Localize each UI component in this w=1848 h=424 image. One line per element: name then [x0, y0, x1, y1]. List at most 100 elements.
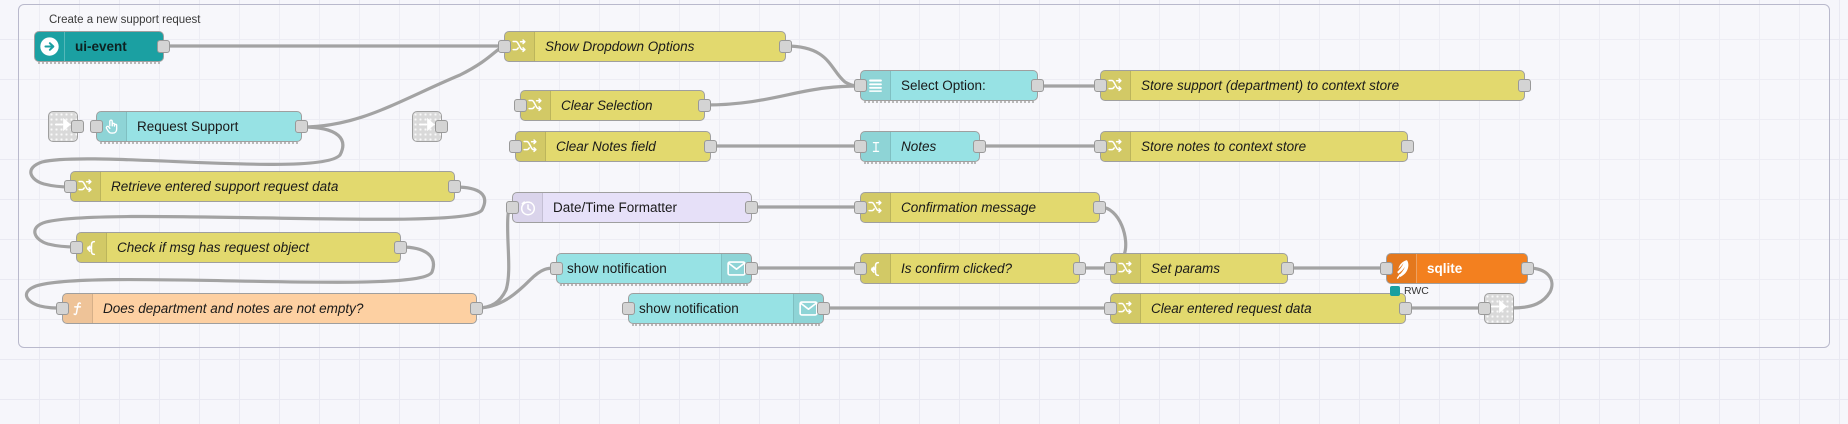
node-label: Does department and notes are not empty?	[103, 301, 364, 316]
node-label: ui-event	[75, 39, 127, 54]
port-out[interactable]	[71, 119, 84, 133]
node-confirm-msg[interactable]: Confirmation message	[854, 192, 1106, 223]
port-in[interactable]	[854, 139, 867, 153]
node-label: Clear Notes field	[556, 139, 656, 154]
node-datetime-fmt[interactable]: Date/Time Formatter	[506, 192, 758, 223]
port-out[interactable]	[698, 98, 711, 112]
port-out[interactable]	[817, 301, 830, 315]
port-in[interactable]	[1478, 301, 1491, 315]
port-in[interactable]	[90, 119, 103, 133]
port-out[interactable]	[1521, 261, 1534, 275]
node-is-confirm[interactable]: Is confirm clicked?	[854, 253, 1086, 284]
node-label: Store notes to context store	[1141, 139, 1307, 154]
port-in[interactable]	[1104, 301, 1117, 315]
status-text: RWC	[1404, 285, 1429, 297]
node-store-support[interactable]: Store support (department) to context st…	[1094, 70, 1531, 101]
node-retrieve-data[interactable]: Retrieve entered support request data	[64, 171, 461, 202]
node-label: Check if msg has request object	[117, 240, 310, 255]
link-node-link-in-1[interactable]	[48, 111, 84, 142]
node-dashed-underline	[560, 284, 748, 286]
link-in-icon	[418, 116, 437, 138]
node-dashed-underline	[100, 142, 298, 144]
port-in[interactable]	[70, 240, 83, 254]
port-out[interactable]	[448, 179, 461, 193]
node-label: Is confirm clicked?	[901, 261, 1013, 276]
port-out[interactable]	[973, 139, 986, 153]
node-dashed-underline	[38, 62, 160, 64]
port-out[interactable]	[157, 39, 170, 53]
node-label: Store support (department) to context st…	[1141, 78, 1400, 93]
port-in[interactable]	[514, 98, 527, 112]
port-out[interactable]	[1031, 78, 1044, 92]
port-out[interactable]	[470, 301, 483, 315]
node-label: sqlite	[1427, 261, 1463, 276]
port-in[interactable]	[550, 261, 563, 275]
node-show-notif-1[interactable]: show notification	[550, 253, 758, 286]
port-in[interactable]	[1094, 78, 1107, 92]
link-out-icon	[1490, 298, 1509, 320]
flow-group-label: Create a new support request	[49, 14, 201, 26]
node-show-dropdown[interactable]: Show Dropdown Options	[498, 31, 792, 62]
port-in[interactable]	[854, 78, 867, 92]
port-in[interactable]	[854, 200, 867, 214]
status-dot-icon	[1390, 286, 1400, 296]
link-node-link-in-2[interactable]	[412, 111, 448, 142]
port-out[interactable]	[1518, 78, 1531, 92]
node-clear-selection[interactable]: Clear Selection	[514, 90, 711, 121]
port-in[interactable]	[506, 200, 519, 214]
port-out[interactable]	[745, 200, 758, 214]
node-label: Set params	[1151, 261, 1221, 276]
port-in[interactable]	[56, 301, 69, 315]
node-store-notes[interactable]: Store notes to context store	[1094, 131, 1414, 162]
node-label: Retrieve entered support request data	[111, 179, 339, 194]
port-in[interactable]	[509, 139, 522, 153]
clock-icon	[513, 193, 543, 222]
change-icon	[71, 172, 101, 201]
arrow-right-circle-icon	[35, 32, 65, 61]
node-set-params[interactable]: Set params	[1104, 253, 1294, 284]
node-clear-entered[interactable]: Clear entered request data	[1104, 293, 1412, 324]
port-in[interactable]	[854, 261, 867, 275]
port-in[interactable]	[622, 301, 635, 315]
port-out[interactable]	[745, 261, 758, 275]
node-label: Date/Time Formatter	[553, 200, 678, 215]
port-in[interactable]	[64, 179, 77, 193]
node-dashed-underline	[864, 101, 1034, 103]
status-badge: RWC	[1390, 285, 1429, 297]
port-out[interactable]	[1281, 261, 1294, 275]
port-out[interactable]	[1401, 139, 1414, 153]
port-in[interactable]	[1380, 261, 1393, 275]
node-ui-event[interactable]: ui-event	[34, 31, 170, 64]
port-out[interactable]	[1073, 261, 1086, 275]
port-out[interactable]	[295, 119, 308, 133]
port-in[interactable]	[1104, 261, 1117, 275]
node-does-dept[interactable]: Does department and notes are not empty?	[56, 293, 483, 324]
port-in[interactable]	[1094, 139, 1107, 153]
port-out[interactable]	[1399, 301, 1412, 315]
node-label: show notification	[639, 301, 739, 316]
node-check-request[interactable]: Check if msg has request object	[70, 232, 407, 263]
node-label: Notes	[901, 139, 937, 154]
node-dashed-underline	[632, 324, 820, 326]
node-select-option[interactable]: Select Option:	[854, 70, 1044, 103]
port-out[interactable]	[394, 240, 407, 254]
port-out[interactable]	[1093, 200, 1106, 214]
node-label: Request Support	[137, 119, 239, 134]
port-out[interactable]	[435, 119, 448, 133]
node-label: Clear Selection	[561, 98, 653, 113]
node-label: show notification	[567, 261, 667, 276]
node-clear-notes[interactable]: Clear Notes field	[509, 131, 717, 162]
node-notes[interactable]: Notes	[854, 131, 986, 164]
node-label: Show Dropdown Options	[545, 39, 695, 54]
node-dashed-underline	[864, 162, 976, 164]
port-in[interactable]	[498, 39, 511, 53]
node-show-notif-2[interactable]: show notification	[622, 293, 830, 326]
node-label: Select Option:	[901, 78, 986, 93]
link-in-icon	[54, 116, 73, 138]
node-sqlite[interactable]: sqlite	[1380, 253, 1534, 284]
port-out[interactable]	[779, 39, 792, 53]
link-node-link-out-1[interactable]	[1478, 293, 1514, 324]
node-request-support[interactable]: Request Support	[90, 111, 308, 144]
port-out[interactable]	[704, 139, 717, 153]
